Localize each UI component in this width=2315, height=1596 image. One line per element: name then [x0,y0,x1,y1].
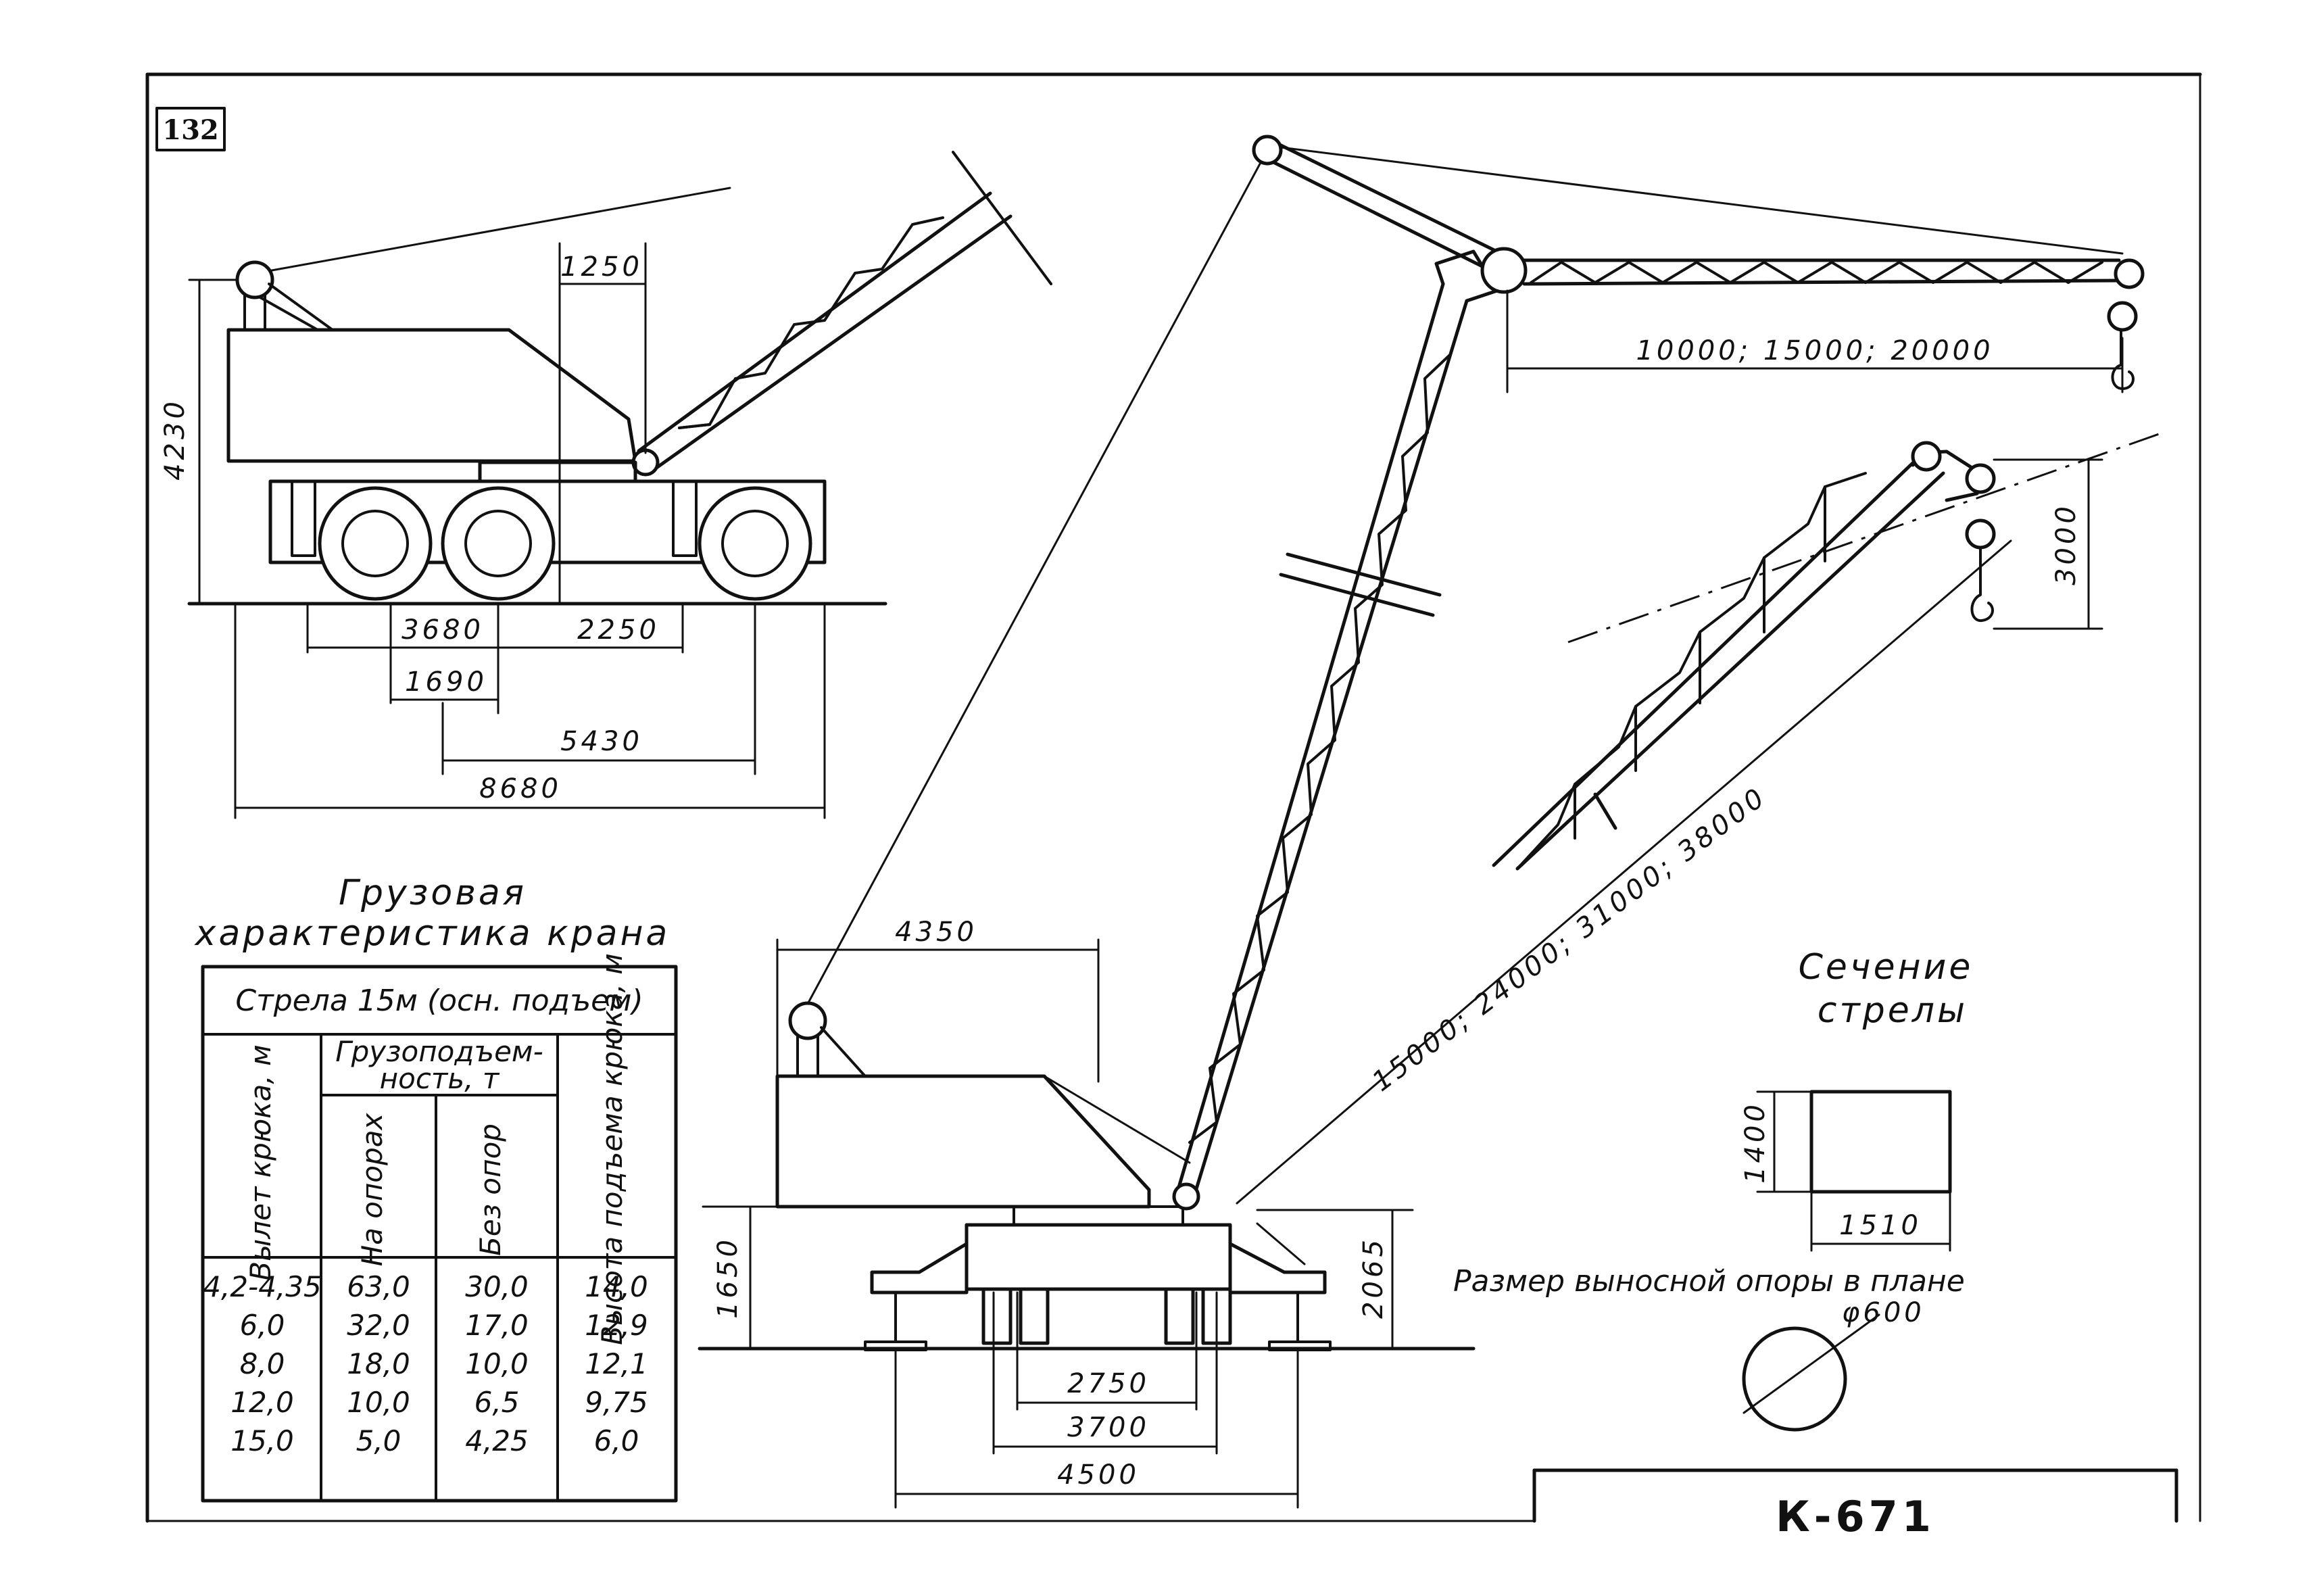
row-4-off: 4,25 [465,1424,529,1457]
row-2-reach: 8,0 [240,1347,285,1380]
col-on-supports: На опорах [356,1112,389,1266]
outrigger-diameter: φ600 [1842,1297,1925,1328]
row-3-reach: 12,0 [230,1386,294,1419]
boom-section: Сечение стрелы 1400 1510 [1740,947,1974,1252]
dim-1690: 1690 [405,667,487,698]
row-1-reach: 6,0 [240,1309,285,1342]
col-height: Высота подъема крюка, м [595,953,629,1345]
dim-3700: 3700 [1067,1412,1150,1443]
section-height: 1400 [1740,1101,1771,1184]
col-no-supports: Без опор [474,1123,507,1256]
boom-header: Стрела 15м (осн. подъем) [235,984,643,1018]
row-4-on: 5,0 [356,1424,401,1457]
section-title-2: стрелы [1818,990,1968,1031]
load-chart: Грузовая характеристика крана Стрела 15м… [194,873,678,1503]
dim-height-4230: 4230 [160,398,191,481]
dim-2250: 2250 [577,614,660,646]
row-3-h: 9,75 [585,1386,648,1419]
jib-view: 10000; 15000; 20000 [1480,247,2145,393]
dim-4500: 4500 [1057,1459,1140,1491]
page-number-box: 132 [155,107,226,151]
working-crane-view: 1650 2065 4350 2750 3700 4500 [698,135,2124,1509]
row-3-off: 6,5 [474,1386,520,1419]
dim-3680: 3680 [401,614,484,646]
dim-5430: 5430 [560,726,643,757]
outrigger-pad: Размер выносной опоры в плане φ600 [1453,1264,1965,1432]
boom-lengths-label: 15000; 24000; 31000; 38000 [1367,781,1773,1098]
row-2-h: 12,1 [585,1347,648,1380]
row-0-on: 63,0 [347,1270,410,1303]
outrigger-caption: Размер выносной опоры в плане [1453,1264,1965,1299]
row-0-h: 14,0 [585,1270,648,1303]
section-width: 1510 [1839,1210,1922,1241]
capacity-header-1: Грузоподъем- [335,1035,543,1068]
row-1-on: 32,0 [347,1309,410,1342]
long-boom-view: 3000 15000; 24000; 31000; 38000 [1236,431,2164,1265]
sheet-frame [145,72,2202,1523]
transport-view: 4230 1250 3680 2250 1690 5430 8680 [160,151,1052,819]
title-block: К-671 [1532,1468,2178,1541]
dim-8680: 8680 [479,773,562,804]
row-3-on: 10,0 [347,1386,410,1419]
dim-4350: 4350 [895,917,977,948]
row-0-reach: 4,2-4,35 [203,1270,321,1303]
page-number: 132 [162,114,219,146]
dim-2750: 2750 [1067,1368,1150,1399]
capacity-header-2: ность, т [380,1062,500,1095]
dim-1650: 1650 [712,1236,744,1319]
jib-lengths-label: 10000; 15000; 20000 [1636,335,1993,366]
row-1-off: 17,0 [465,1309,529,1342]
load-chart-title-1: Грузовая [339,873,527,913]
dim-2065: 2065 [1358,1236,1389,1319]
row-4-h: 6,0 [594,1424,639,1457]
row-0-off: 30,0 [465,1270,529,1303]
model-label: К-671 [1776,1492,1935,1541]
row-2-on: 18,0 [347,1347,410,1380]
dim-1250: 1250 [560,251,643,283]
section-title-1: Сечение [1799,947,1974,988]
row-2-off: 10,0 [465,1347,529,1380]
col-reach: Вылет крюка, м [244,1044,277,1280]
row-1-h: 12,9 [585,1309,648,1342]
dim-3000: 3000 [2051,503,2082,585]
row-4-reach: 15,0 [230,1424,294,1457]
load-chart-title-2: характеристика крана [194,913,671,954]
